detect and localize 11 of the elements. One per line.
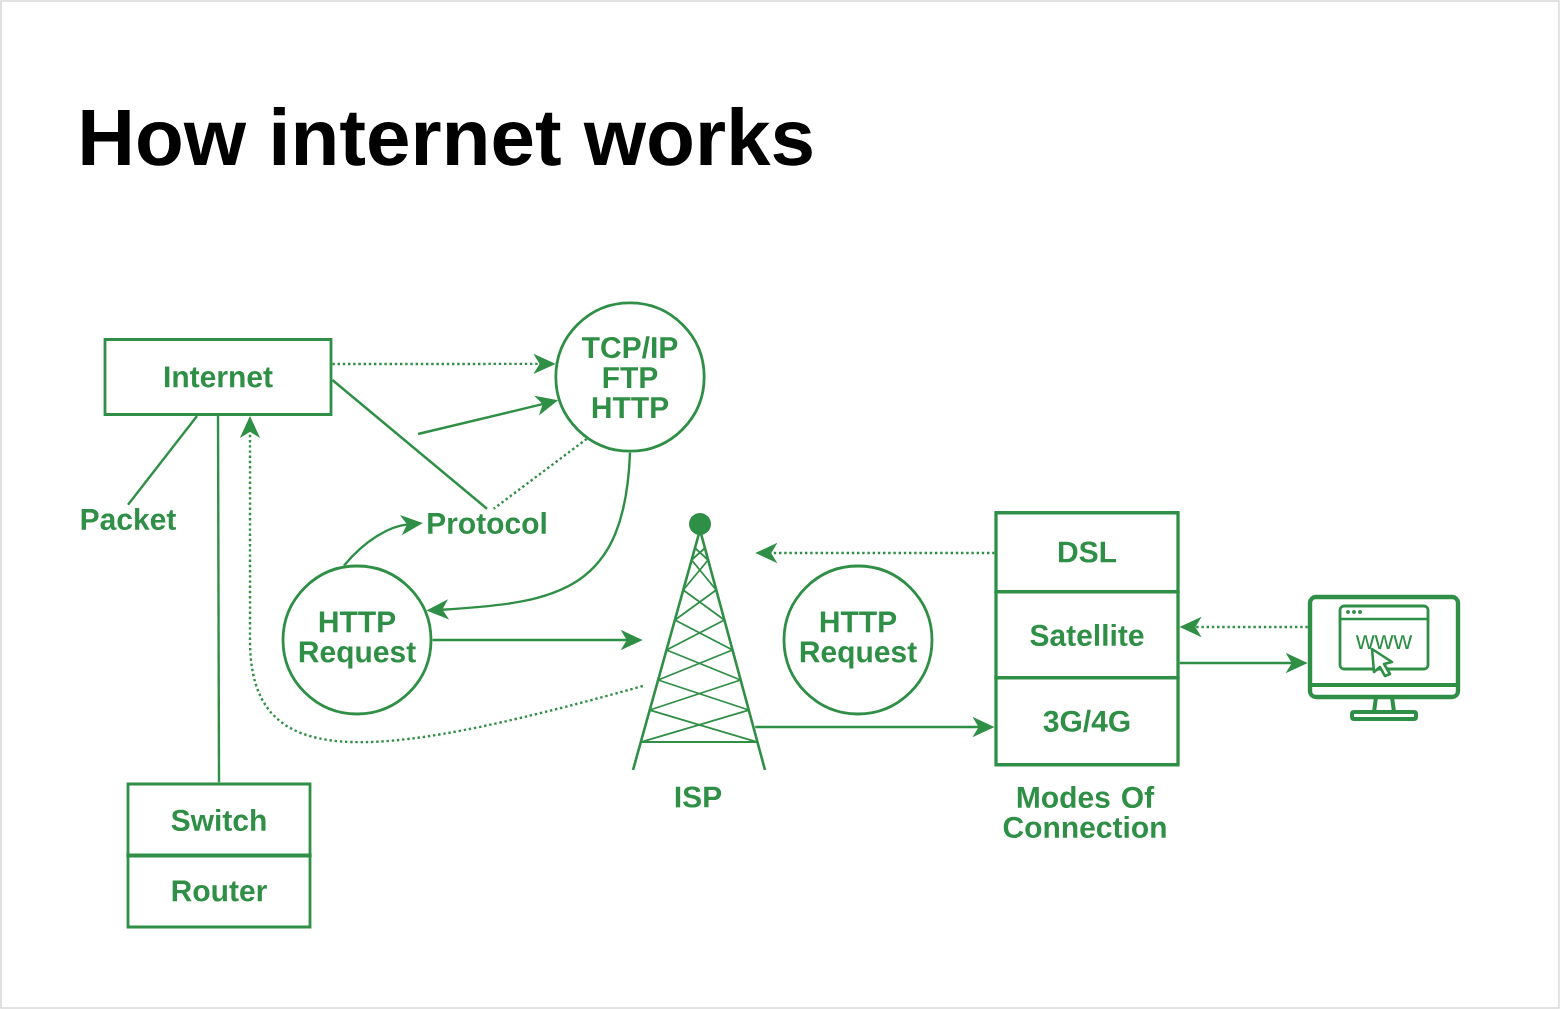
process-box: DSL xyxy=(994,511,1180,593)
node-label: Protocol xyxy=(428,512,546,534)
process-box: Switch xyxy=(126,782,312,858)
process-box: 3G/4G xyxy=(994,676,1180,766)
tower-label: ISP xyxy=(675,786,722,808)
process-box: Router xyxy=(126,853,312,929)
title: How internet works xyxy=(82,107,812,166)
group-heading: Modes Of Connection xyxy=(1003,786,1166,838)
node-label: Packet xyxy=(81,508,176,530)
process-box: Internet xyxy=(103,338,333,416)
process-box: Satellite xyxy=(994,590,1180,680)
